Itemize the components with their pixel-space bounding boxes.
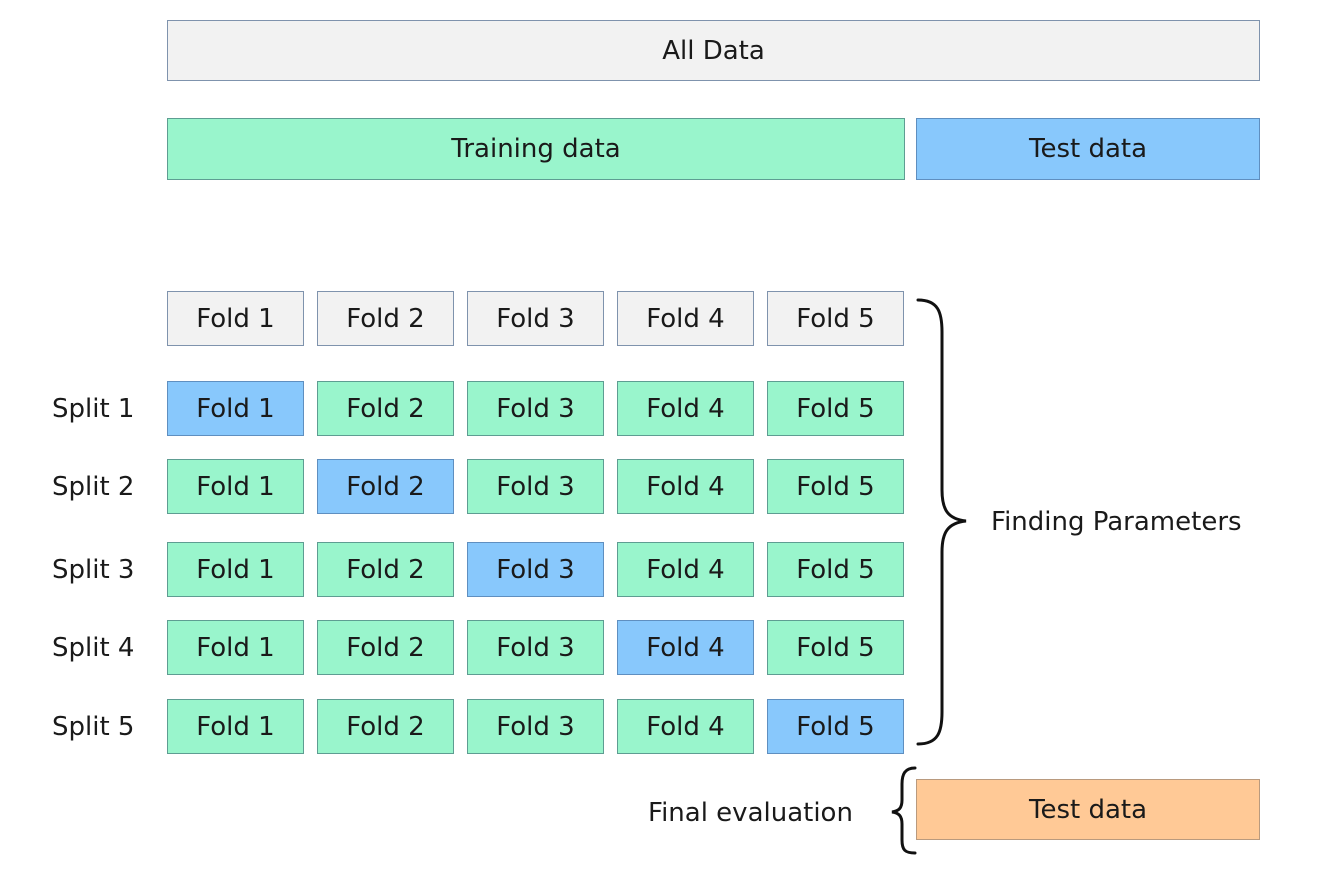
final-evaluation-brace xyxy=(891,766,917,855)
header-fold-label: Fold 2 xyxy=(346,303,425,334)
final-test-data-bar: Test data xyxy=(916,779,1260,840)
validation-fold: Fold 4 xyxy=(617,620,754,675)
fold-label: Fold 5 xyxy=(796,632,875,663)
finding-parameters-label: Finding Parameters xyxy=(991,507,1242,537)
fold-label: Fold 2 xyxy=(346,632,425,663)
fold-label: Fold 1 xyxy=(196,632,275,663)
fold-label: Fold 3 xyxy=(496,554,575,585)
fold-label: Fold 5 xyxy=(796,554,875,585)
training-data-bar: Training data xyxy=(167,118,905,180)
training-fold: Fold 5 xyxy=(767,459,904,514)
training-fold: Fold 4 xyxy=(617,459,754,514)
training-fold: Fold 3 xyxy=(467,381,604,436)
fold-label: Fold 1 xyxy=(196,471,275,502)
header-fold: Fold 2 xyxy=(317,291,454,346)
fold-label: Fold 4 xyxy=(646,632,725,663)
header-fold: Fold 1 xyxy=(167,291,304,346)
training-fold: Fold 4 xyxy=(617,699,754,754)
test-data-bar: Test data xyxy=(916,118,1260,180)
split-label: Split 4 xyxy=(52,633,135,663)
training-data-label: Training data xyxy=(451,134,621,164)
fold-label: Fold 1 xyxy=(196,554,275,585)
fold-label: Fold 3 xyxy=(496,632,575,663)
training-fold: Fold 5 xyxy=(767,381,904,436)
fold-label: Fold 2 xyxy=(346,393,425,424)
fold-label: Fold 3 xyxy=(496,471,575,502)
validation-fold: Fold 5 xyxy=(767,699,904,754)
fold-label: Fold 3 xyxy=(496,393,575,424)
fold-label: Fold 4 xyxy=(646,393,725,424)
header-fold-label: Fold 4 xyxy=(646,303,725,334)
training-fold: Fold 1 xyxy=(167,542,304,597)
header-fold: Fold 5 xyxy=(767,291,904,346)
test-data-label: Test data xyxy=(1028,134,1148,164)
training-fold: Fold 4 xyxy=(617,381,754,436)
validation-fold: Fold 1 xyxy=(167,381,304,436)
training-fold: Fold 3 xyxy=(467,699,604,754)
header-fold-label: Fold 5 xyxy=(796,303,875,334)
training-fold: Fold 5 xyxy=(767,542,904,597)
validation-fold: Fold 2 xyxy=(317,459,454,514)
training-fold: Fold 3 xyxy=(467,459,604,514)
fold-label: Fold 5 xyxy=(796,471,875,502)
training-fold: Fold 1 xyxy=(167,459,304,514)
split-label: Split 2 xyxy=(52,472,135,502)
training-fold: Fold 3 xyxy=(467,620,604,675)
training-fold: Fold 1 xyxy=(167,699,304,754)
fold-label: Fold 3 xyxy=(496,711,575,742)
split-label: Split 5 xyxy=(52,712,135,742)
final-test-data-label: Test data xyxy=(1028,794,1148,825)
training-fold: Fold 2 xyxy=(317,542,454,597)
fold-label: Fold 2 xyxy=(346,554,425,585)
header-fold: Fold 4 xyxy=(617,291,754,346)
validation-fold: Fold 3 xyxy=(467,542,604,597)
training-fold: Fold 1 xyxy=(167,620,304,675)
fold-label: Fold 1 xyxy=(196,393,275,424)
finding-parameters-brace xyxy=(916,298,967,746)
fold-label: Fold 4 xyxy=(646,554,725,585)
training-fold: Fold 2 xyxy=(317,699,454,754)
fold-label: Fold 1 xyxy=(196,711,275,742)
fold-label: Fold 2 xyxy=(346,471,425,502)
header-fold: Fold 3 xyxy=(467,291,604,346)
all-data-label: All Data xyxy=(662,35,765,66)
all-data-bar: All Data xyxy=(167,20,1260,81)
header-fold-label: Fold 3 xyxy=(496,303,575,334)
training-fold: Fold 2 xyxy=(317,620,454,675)
fold-label: Fold 5 xyxy=(796,393,875,424)
header-fold-label: Fold 1 xyxy=(196,303,275,334)
final-evaluation-label: Final evaluation xyxy=(648,798,853,828)
split-label: Split 3 xyxy=(52,555,135,585)
split-label: Split 1 xyxy=(52,394,135,424)
fold-label: Fold 4 xyxy=(646,471,725,502)
training-fold: Fold 5 xyxy=(767,620,904,675)
training-fold: Fold 4 xyxy=(617,542,754,597)
fold-label: Fold 4 xyxy=(646,711,725,742)
fold-label: Fold 5 xyxy=(796,711,875,742)
fold-label: Fold 2 xyxy=(346,711,425,742)
training-fold: Fold 2 xyxy=(317,381,454,436)
